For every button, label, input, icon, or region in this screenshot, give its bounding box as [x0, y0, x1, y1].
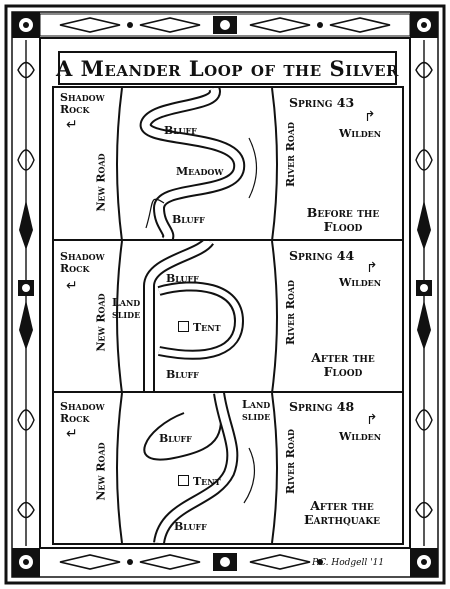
- panel-caption: After the Earthquake: [303, 498, 381, 527]
- feature-label: Land slide: [112, 296, 141, 321]
- feature-label: Bluff: [164, 124, 197, 137]
- road-label-west: New Road: [94, 153, 108, 212]
- panel-caption: Before the Flood: [306, 205, 380, 234]
- map-panel-spring-43: Spring 43 Shadow Rock ↵ Wilden ↱ New Roa…: [52, 86, 404, 243]
- tent-label: Tent: [178, 475, 221, 488]
- place-label-west: Shadow Rock: [60, 400, 105, 425]
- feature-label: Meadow: [176, 165, 224, 178]
- arrow-right-icon: ↱: [364, 109, 376, 125]
- feature-label: Bluff: [172, 213, 205, 226]
- feature-label: Bluff: [166, 368, 199, 381]
- road-label-east: River Road: [283, 122, 297, 187]
- tent-icon: [178, 475, 189, 486]
- arrow-right-icon: ↱: [366, 412, 378, 428]
- road-label-east: River Road: [283, 429, 297, 494]
- tent-icon: [178, 321, 189, 332]
- road-label-east: River Road: [283, 280, 297, 345]
- place-label-east: Wilden: [339, 276, 382, 289]
- river-map: [116, 88, 278, 241]
- spring-label: Spring 43: [289, 95, 355, 110]
- river: [143, 393, 223, 461]
- map-title: A Meander Loop of the Silver: [56, 51, 398, 85]
- place-label-east: Wilden: [339, 127, 382, 140]
- arrow-right-icon: ↱: [366, 260, 378, 276]
- place-label-west: Shadow Rock: [60, 91, 105, 116]
- feature-label: Bluff: [159, 432, 192, 445]
- place-label-east: Wilden: [339, 430, 382, 443]
- feature-label: Tent: [193, 321, 221, 334]
- spring-label: Spring 48: [289, 399, 355, 414]
- feature-label: Land slide: [242, 398, 271, 423]
- map-panel-spring-44: Spring 44 Shadow Rock ↵ Wilden ↱ New Roa…: [52, 239, 404, 395]
- arrow-left-icon: ↵: [66, 426, 78, 442]
- tent-label: Tent: [178, 321, 221, 334]
- artist-signature: P.C. Hodgell '11: [312, 558, 385, 568]
- place-label-west: Shadow Rock: [60, 250, 105, 275]
- feature-label: Bluff: [174, 520, 207, 533]
- river-map: [116, 393, 278, 543]
- feature-label: Bluff: [166, 272, 199, 285]
- panel-caption: After the Flood: [311, 350, 375, 379]
- spring-label: Spring 44: [289, 248, 355, 263]
- map-panel-spring-48: Spring 48 Shadow Rock ↵ Wilden ↱ New Roa…: [52, 391, 404, 545]
- arrow-left-icon: ↵: [66, 117, 78, 133]
- road-label-west: New Road: [94, 442, 108, 501]
- arrow-left-icon: ↵: [66, 278, 78, 294]
- river-map: [116, 241, 278, 393]
- feature-label: Tent: [193, 475, 221, 488]
- road-label-west: New Road: [94, 293, 108, 352]
